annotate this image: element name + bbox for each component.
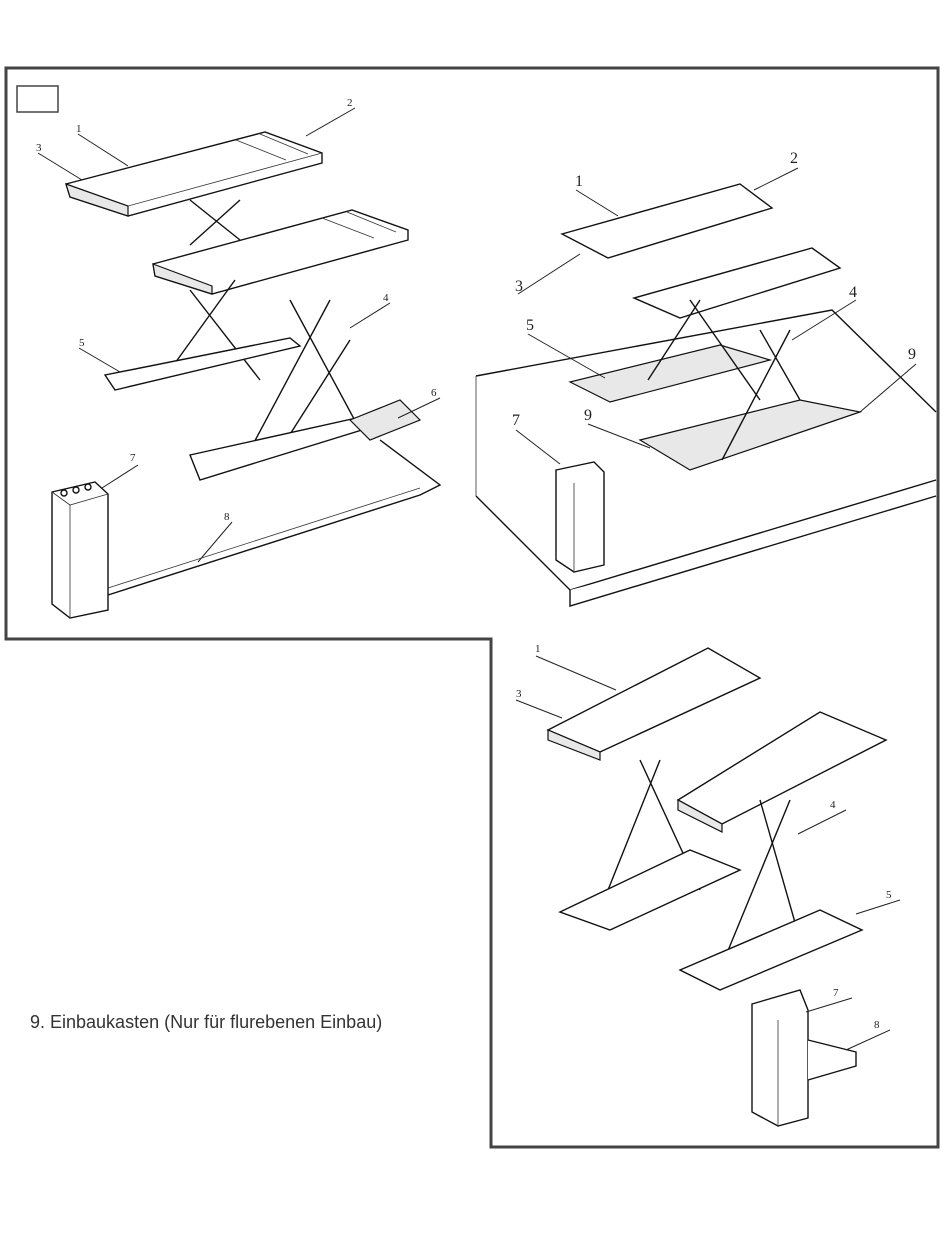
svg-text:7: 7 [130, 452, 136, 464]
svg-text:4: 4 [383, 292, 389, 304]
svg-text:5: 5 [79, 337, 85, 349]
svg-text:9: 9 [908, 346, 916, 363]
svg-text:6: 6 [431, 387, 437, 399]
svg-text:2: 2 [790, 150, 798, 167]
svg-text:1: 1 [76, 123, 82, 135]
svg-text:9: 9 [584, 407, 592, 424]
svg-text:2: 2 [347, 97, 353, 109]
view-top-right: 1 2 3 4 5 9 9 7 [476, 150, 936, 606]
svg-text:3: 3 [516, 688, 522, 700]
svg-text:8: 8 [224, 511, 230, 523]
view-bottom-right: 1 3 4 5 7 8 [516, 643, 900, 1126]
svg-text:3: 3 [36, 142, 42, 154]
svg-text:1: 1 [575, 173, 583, 190]
figure-frame [6, 68, 938, 1147]
svg-text:5: 5 [886, 889, 892, 901]
svg-text:1: 1 [535, 643, 541, 655]
svg-text:7: 7 [512, 412, 520, 429]
svg-text:5: 5 [526, 317, 534, 334]
legend-caption: 9. Einbaukasten (Nur für flurebenen Einb… [30, 1012, 382, 1033]
view-top-left: 1 2 3 4 5 6 7 8 [36, 97, 440, 618]
svg-text:8: 8 [874, 1019, 880, 1031]
figure-number-box [17, 86, 58, 112]
svg-text:4: 4 [830, 799, 836, 811]
svg-text:4: 4 [849, 284, 857, 301]
svg-text:3: 3 [515, 278, 523, 295]
svg-text:7: 7 [833, 987, 839, 999]
